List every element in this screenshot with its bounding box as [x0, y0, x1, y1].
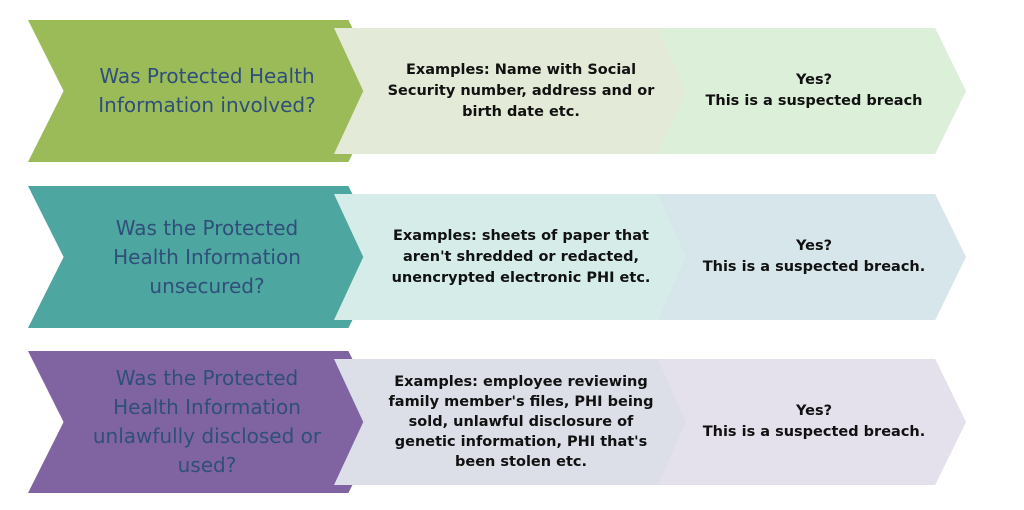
flow-row-phi-unsecured: Was the Protected Health Information uns… — [0, 186, 1024, 328]
result-text: This is a suspected breach. — [702, 259, 926, 275]
question-chevron: Was the Protected Health Information uns… — [28, 186, 384, 328]
result-chevron: Yes? This is a suspected breach. — [658, 359, 966, 485]
yes-label: Yes? — [795, 403, 833, 419]
result-chevron: Yes? This is a suspected breach. — [658, 194, 966, 320]
result-block: Yes? This is a suspected breach — [706, 70, 923, 112]
question-text: Was the Protected Health Information unl… — [92, 366, 322, 477]
examples-chevron: Examples: sheets of paper that aren't sh… — [334, 194, 700, 320]
yes-label: Yes? — [795, 238, 833, 254]
examples-text: Examples: employee reviewing family memb… — [388, 374, 654, 470]
yes-label: Yes? — [795, 72, 833, 88]
examples-chevron: Examples: employee reviewing family memb… — [334, 359, 700, 485]
result-text: This is a suspected breach. — [702, 424, 926, 440]
examples-text: Examples: sheets of paper that aren't sh… — [391, 227, 651, 286]
result-block: Yes? This is a suspected breach. — [703, 236, 926, 278]
result-chevron: Yes? This is a suspected breach — [658, 28, 966, 154]
question-chevron: Was the Protected Health Information unl… — [28, 351, 384, 493]
examples-text: Examples: Name with Social Security numb… — [387, 61, 655, 120]
result-block: Yes? This is a suspected breach. — [703, 401, 926, 443]
question-chevron: Was Protected Health Information involve… — [28, 20, 384, 162]
question-text: Was the Protected Health Information uns… — [113, 215, 301, 298]
result-text: This is a suspected breach — [705, 93, 923, 109]
examples-chevron: Examples: Name with Social Security numb… — [334, 28, 700, 154]
flow-row-phi-disclosed: Was the Protected Health Information unl… — [0, 351, 1024, 493]
flow-row-phi-involved: Was Protected Health Information involve… — [0, 20, 1024, 162]
question-text: Was Protected Health Information involve… — [98, 64, 316, 117]
